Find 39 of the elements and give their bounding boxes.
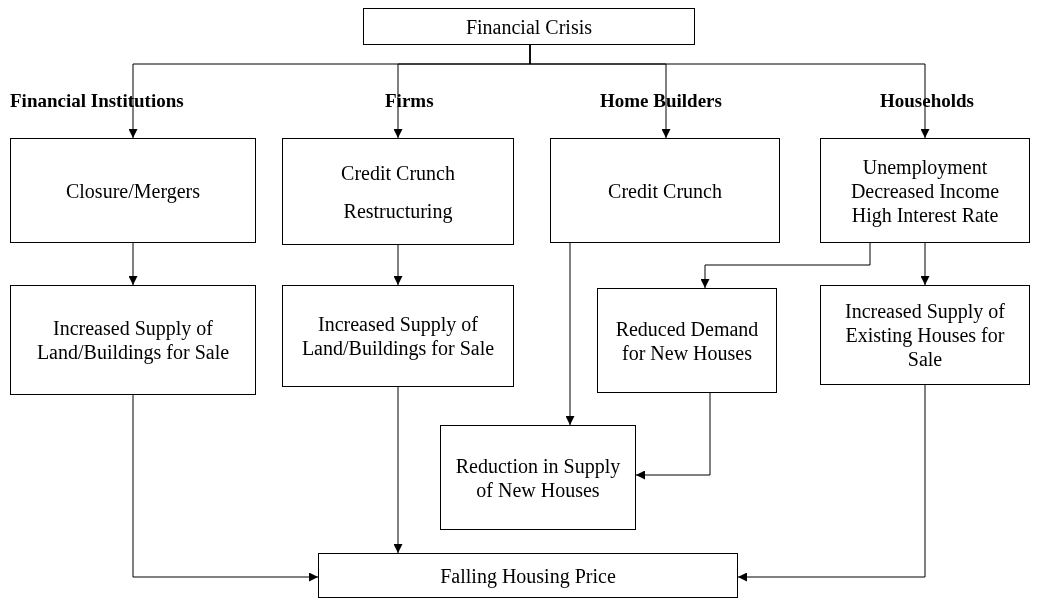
process-box xyxy=(363,8,695,45)
category-heading: Firms xyxy=(385,90,434,112)
arrow xyxy=(700,242,871,289)
process-box xyxy=(10,285,256,395)
process-box xyxy=(282,285,514,387)
box-text: High Interest Rate xyxy=(851,202,999,227)
arrow xyxy=(635,392,711,480)
box-text: Unemployment xyxy=(862,154,988,179)
box-text: Closure/Mergers xyxy=(65,178,201,203)
arrow xyxy=(920,242,930,286)
box-text: Credit Crunch xyxy=(341,160,455,185)
box-text: Reduced Demand for New Houses xyxy=(614,316,760,365)
box-text: Increased Supply of Land/Buildings for Sale xyxy=(35,316,231,364)
arrow xyxy=(529,44,930,139)
arrow xyxy=(393,386,403,554)
box-text: Falling Housing Price xyxy=(440,563,616,588)
arrow xyxy=(565,242,575,426)
box-text: Decreased Income xyxy=(850,179,1000,203)
category-heading: Financial Institutions xyxy=(10,90,184,112)
arrow xyxy=(128,242,138,286)
process-box xyxy=(282,138,514,245)
category-heading: Home Builders xyxy=(600,90,722,112)
process-box xyxy=(550,138,780,243)
process-box xyxy=(318,553,738,598)
arrow xyxy=(393,244,403,286)
arrow xyxy=(737,384,926,582)
box-text: Increased Supply of Land/Buildings for Sale xyxy=(300,312,496,360)
category-heading: Households xyxy=(880,90,974,112)
process-box xyxy=(597,288,777,393)
process-box xyxy=(820,138,1030,243)
process-box xyxy=(10,138,256,243)
arrow xyxy=(132,394,319,582)
box-text: Financial Crisis xyxy=(465,14,593,39)
process-box xyxy=(820,285,1030,385)
box-text: Credit Crunch xyxy=(608,178,722,203)
box-text: Restructuring xyxy=(343,198,453,223)
box-text: Increased Supply of Existing Houses for Sale xyxy=(844,299,1006,371)
process-box xyxy=(440,425,636,530)
box-text: Reduction in Supply of New Houses xyxy=(454,453,622,502)
